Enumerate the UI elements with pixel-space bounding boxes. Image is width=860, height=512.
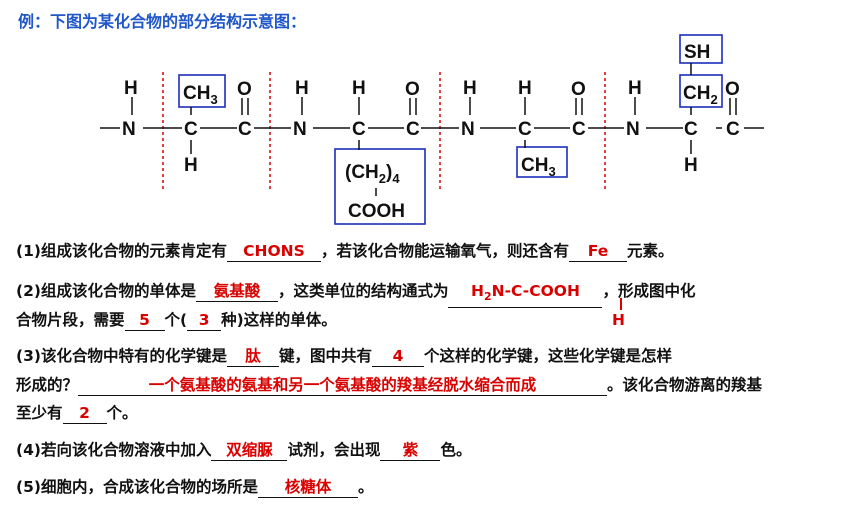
atom-c: C <box>184 119 198 140</box>
atom-o: O <box>237 79 252 100</box>
atom-n: N <box>293 119 307 140</box>
answer-monomer-kinds: 3 <box>187 310 222 331</box>
atom-h: H <box>628 78 642 99</box>
formula-h: H <box>612 311 625 329</box>
question-3-cont: 形成的？一个氨基酸的氨基和另一个氨基酸的羧基经脱水缩合而成。该化合物游离的羧基 <box>16 375 763 396</box>
atom-h: H <box>184 155 198 176</box>
ch3-group: CH3 <box>183 83 218 107</box>
atom-h: H <box>463 78 477 99</box>
atom-h: H <box>295 78 309 99</box>
bonds <box>100 63 764 196</box>
question-4: (4)若向该化合物溶液中加入双缩脲试剂，会出现紫色。 <box>16 440 472 461</box>
answer-extra-element: Fe <box>568 241 627 262</box>
atom-c: C <box>352 119 366 140</box>
ch3-box <box>178 74 226 108</box>
ch2-4-group: (CH2)4 <box>345 162 400 186</box>
atom-c: C <box>238 119 252 140</box>
ch3-box-2 <box>516 146 568 178</box>
atom-n: N <box>122 119 136 140</box>
atom-c: C <box>518 119 532 140</box>
atom-n: N <box>461 119 475 140</box>
peptide-structure-diagram: H N CH3 C H O C H N H C (CH2)4 COOH O C … <box>100 34 764 225</box>
formula-bond <box>620 298 622 310</box>
atom-h: H <box>124 78 138 99</box>
answer-elements: CHONS <box>226 241 321 262</box>
answer-bond-formation: 一个氨基酸的氨基和另一个氨基酸的羧基经脱水缩合而成 <box>78 375 608 396</box>
answer-monomer-count: 5 <box>124 310 165 331</box>
sh-box <box>679 34 723 64</box>
ch2-4-cooh-box <box>334 148 426 225</box>
answer-bond-type: 肽 <box>226 346 279 367</box>
page-title: 例：下图为某化合物的部分结构示意图： <box>18 12 307 31</box>
atom-o: O <box>571 79 586 100</box>
atom-n: N <box>626 119 640 140</box>
question-5: (5)细胞内，合成该化合物的场所是核糖体。 <box>16 477 374 498</box>
answer-free-carboxyl: 2 <box>62 403 107 424</box>
atom-h: H <box>352 78 366 99</box>
atom-c: C <box>726 119 740 140</box>
sh-group: SH <box>684 42 710 63</box>
ch2-box <box>679 74 723 108</box>
answer-bond-count: 4 <box>371 346 424 367</box>
answer-site: 核糖体 <box>257 477 358 498</box>
residue-dividers <box>162 72 606 192</box>
atom-o: O <box>405 79 420 100</box>
answer-color: 紫 <box>380 440 441 461</box>
atom-o: O <box>725 79 740 100</box>
atom-c: C <box>572 119 586 140</box>
ch3-group-2: CH3 <box>521 155 556 179</box>
ch2-group: CH2 <box>683 83 718 107</box>
atom-h: H <box>684 155 698 176</box>
atom-c: C <box>684 119 698 140</box>
atom-h: H <box>518 78 532 99</box>
atom-c: C <box>406 119 420 140</box>
side-chain-boxes <box>178 34 723 225</box>
cooh-group: COOH <box>348 201 405 222</box>
answer-monomer: 氨基酸 <box>195 281 278 302</box>
answer-general-formula: H2N-C-COOH <box>448 281 603 309</box>
atoms: H N CH3 C H O C H N H C (CH2)4 COOH O C … <box>122 42 740 222</box>
answer-reagent: 双缩脲 <box>211 440 288 461</box>
